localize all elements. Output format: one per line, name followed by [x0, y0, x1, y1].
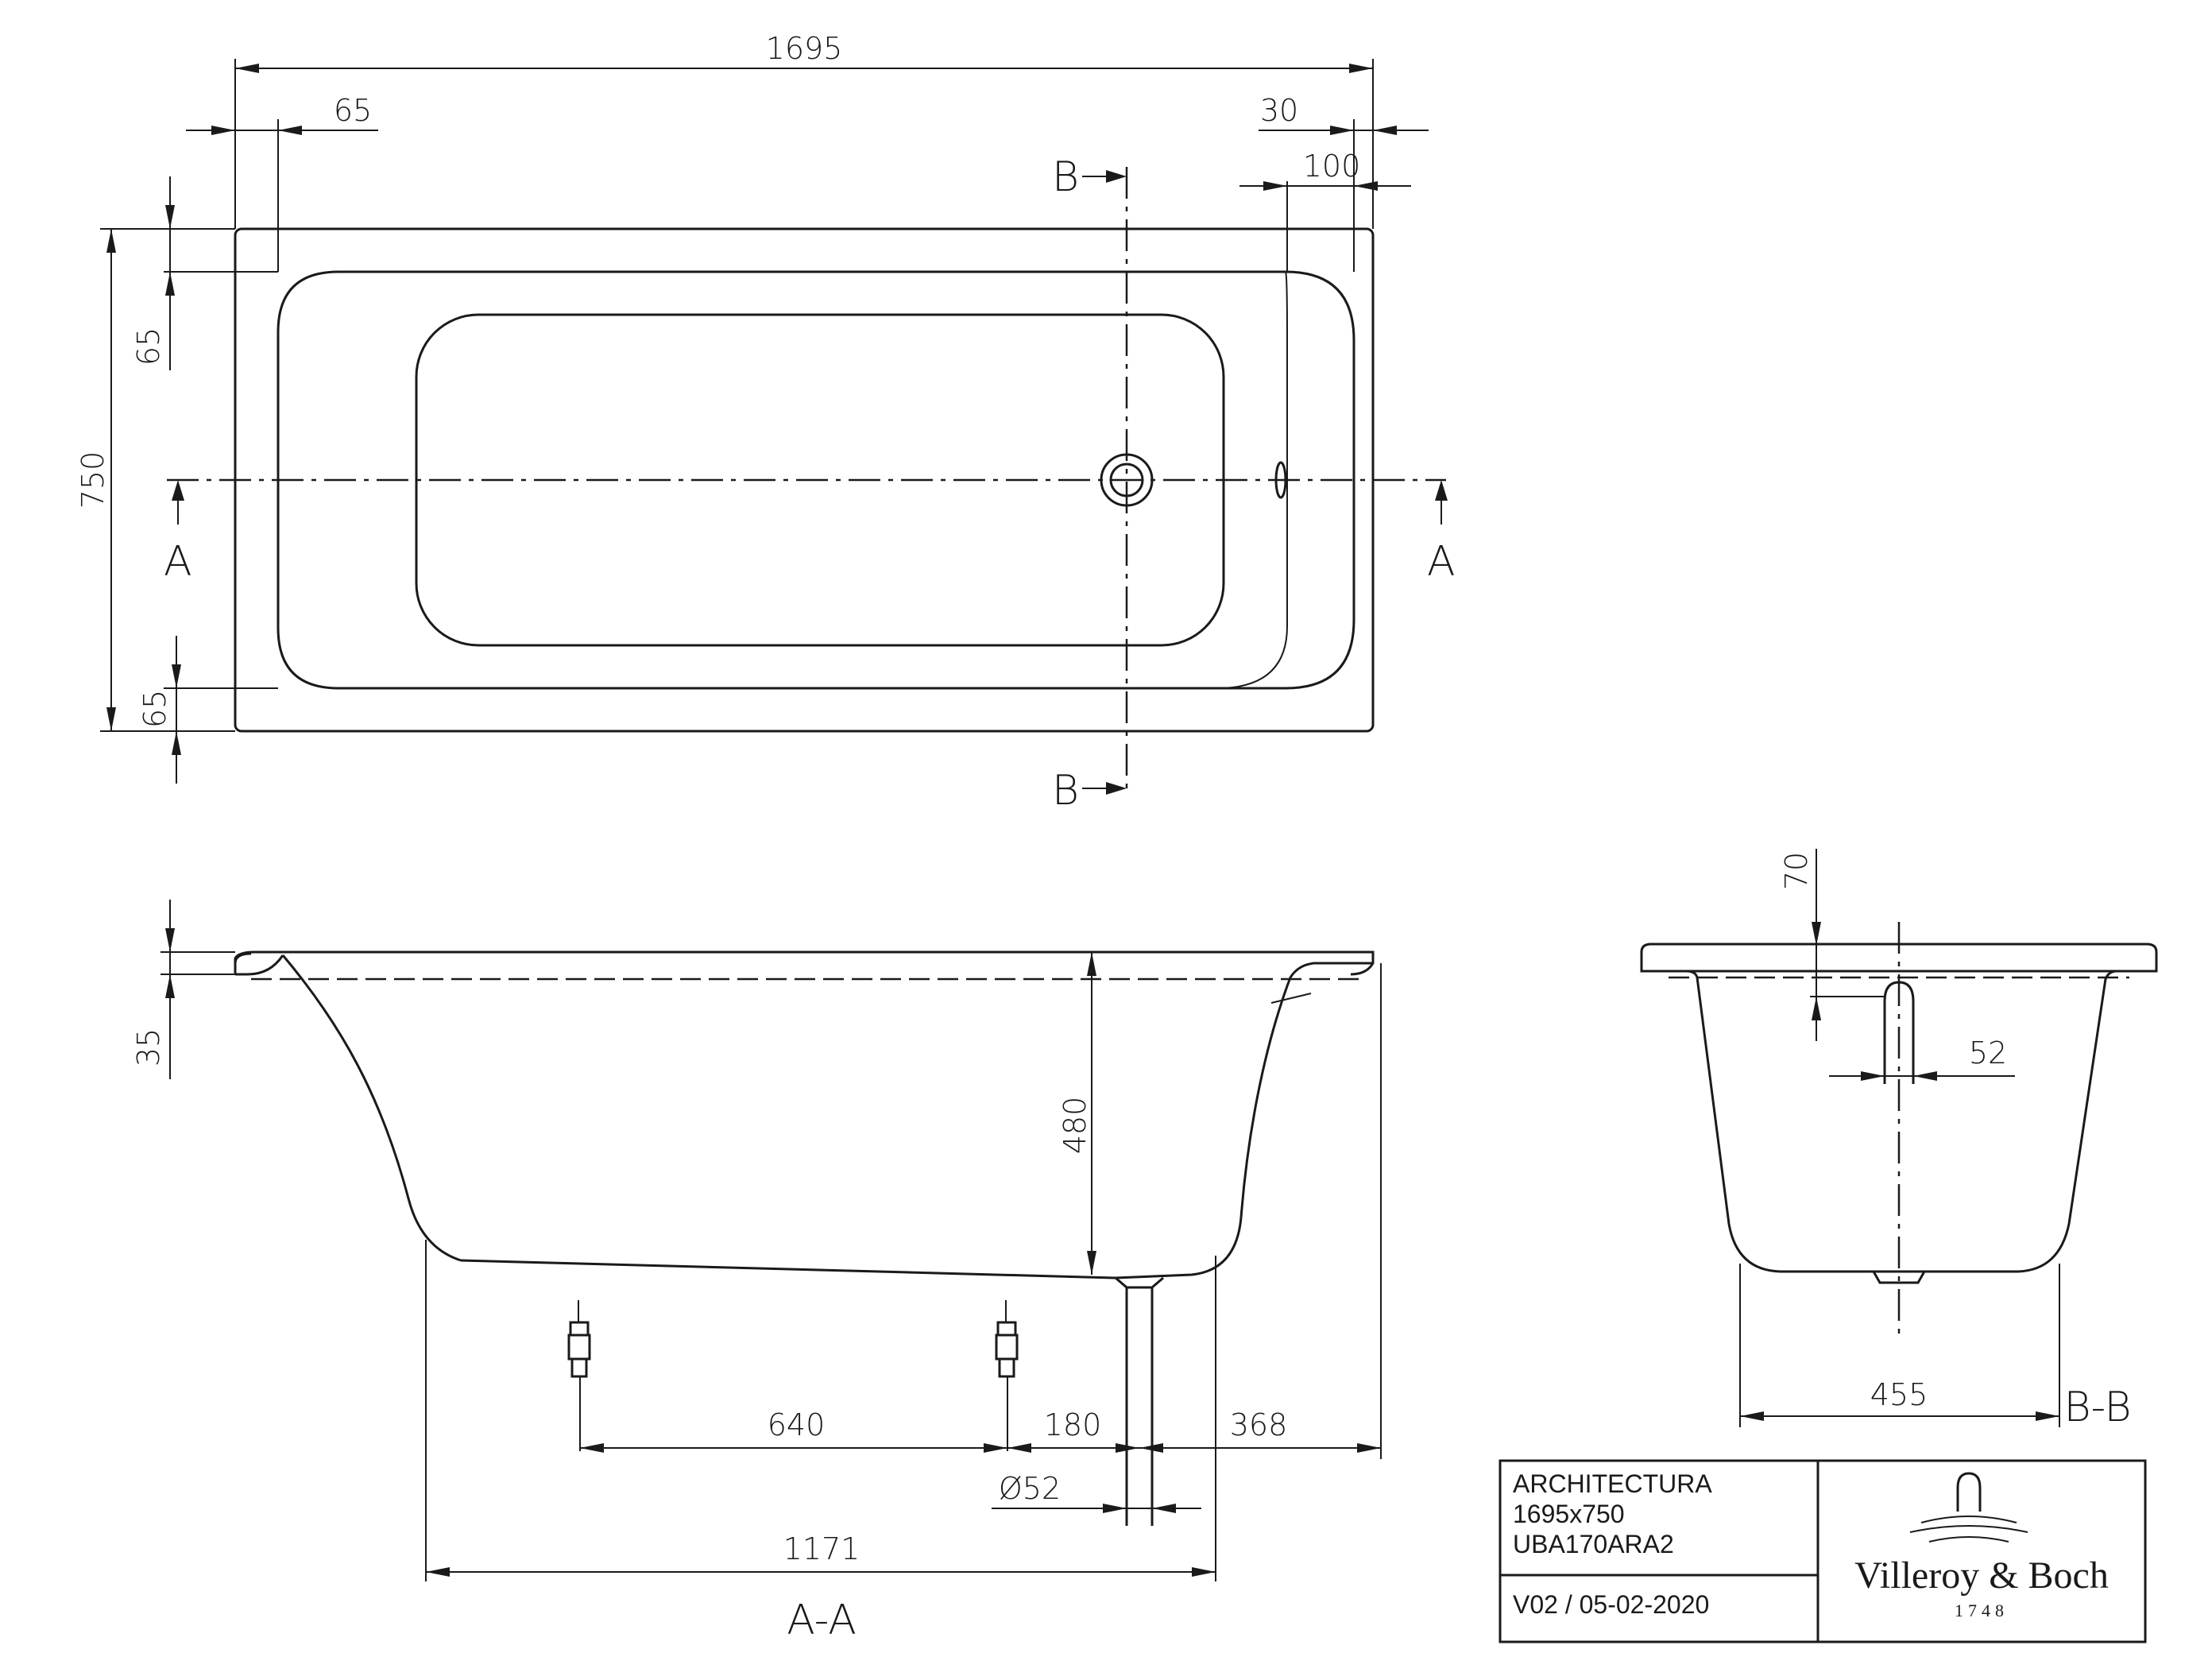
section-marker-a-right-arrow: [1435, 480, 1448, 501]
dim-180-arrow-b: [1116, 1443, 1139, 1453]
dim-1695-arrow-left: [235, 64, 259, 73]
dim-1695-arrow-right: [1349, 64, 1373, 73]
dim-455-arrow-b: [2036, 1411, 2059, 1421]
title-block-frame: [1499, 1459, 2147, 1643]
product-code: UBA170ARA2: [1513, 1530, 1674, 1558]
dim-640-arrow-a: [580, 1443, 604, 1453]
villeroy-boch-logo-icon: [1909, 1472, 2028, 1543]
dim-480-arrow-top: [1087, 952, 1096, 976]
dim-65-left-label: 65: [334, 93, 372, 128]
dim-750-label: 750: [75, 451, 110, 509]
dim-480-arrow-bottom: [1087, 1251, 1096, 1275]
dim-35-label: 35: [131, 1028, 166, 1067]
section-marker-a-left: A: [164, 538, 192, 586]
dim-52-label: 52: [1969, 1036, 2007, 1070]
section-marker-a-right: A: [1427, 538, 1456, 586]
dim-640-arrow-b: [984, 1443, 1007, 1453]
aa-rim-top: [234, 950, 1375, 976]
section-marker-b-bottom-arrow: [1106, 782, 1127, 795]
dim-368-arrow-a: [1139, 1443, 1163, 1453]
bb-bottom: [1780, 970, 2117, 1273]
section-marker-b-top-arrow: [1106, 170, 1127, 183]
product-name: ARCHITECTURA: [1513, 1469, 1712, 1498]
dim-65-bottom-label: 65: [137, 690, 172, 728]
section-marker-a-left-arrow: [172, 480, 184, 501]
dim-1171-arrow-b: [1192, 1567, 1216, 1577]
product-size: 1695x750: [1513, 1500, 1625, 1528]
dim-1171-arrow-a: [426, 1567, 450, 1577]
dim-368-arrow-b: [1357, 1443, 1381, 1453]
aa-foot-right: [995, 1300, 1019, 1451]
dim-455-label: 455: [1870, 1377, 1928, 1412]
dim-180-label: 180: [1044, 1407, 1102, 1442]
section-marker-b-bottom: B: [1052, 767, 1079, 815]
dim-30-arrow-b: [1373, 126, 1397, 135]
version-date: V02 / 05-02-2020: [1513, 1590, 1709, 1619]
dim-65-bottom-arrow-a: [172, 664, 181, 688]
dim-70-label: 70: [1779, 852, 1814, 890]
dim-35-arrow-a: [165, 928, 175, 952]
dim-65-top-arrow-a: [165, 205, 175, 229]
dim-30-label: 30: [1260, 93, 1298, 128]
plan-basin-outline: [276, 270, 1355, 690]
section-aa-view: 35 480 640 180 368 Ø52 1171 A-A: [131, 900, 1382, 1644]
bb-rim: [1640, 943, 2158, 973]
dim-480-label: 480: [1058, 1097, 1092, 1155]
dim-65-bottom-arrow-b: [172, 731, 181, 755]
aa-drain-pipe: [1115, 1276, 1164, 1526]
dim-52-arrow-b: [1913, 1071, 1937, 1081]
brand-year: 1748: [1955, 1601, 2009, 1620]
dim-1695-label: 1695: [766, 31, 843, 66]
dim-30-arrow-a: [1330, 126, 1354, 135]
aa-foot-left: [567, 1300, 591, 1451]
aa-right-wall: [1239, 962, 1373, 1218]
dim-52-arrow-a: [1861, 1071, 1885, 1081]
aa-right-wall-inner: [1270, 993, 1312, 1004]
section-marker-b-top: B: [1052, 153, 1079, 201]
dim-65-top-arrow-b: [165, 272, 175, 296]
dim-35-arrow-b: [165, 974, 175, 998]
aa-left-wall: [235, 954, 462, 1262]
dim-d52-arrow-b: [1152, 1504, 1176, 1513]
bb-left-wall: [1685, 970, 1781, 1273]
dim-750-arrow-bottom: [106, 707, 116, 731]
dim-70-arrow-a: [1812, 922, 1821, 946]
section-aa-title: A-A: [787, 1597, 857, 1644]
dim-d52-arrow-a: [1103, 1504, 1127, 1513]
dim-100-arrow-a: [1263, 181, 1287, 191]
dim-65-top-label: 65: [131, 327, 166, 366]
section-bb-title: B-B: [2063, 1384, 2131, 1431]
dim-640-label: 640: [768, 1407, 826, 1442]
aa-left-rim-lip: [234, 952, 252, 964]
dim-455-arrow-a: [1740, 1411, 1764, 1421]
dim-d52-label: Ø52: [999, 1471, 1061, 1506]
bb-drain-stub: [1872, 1271, 1926, 1284]
dim-100-label: 100: [1303, 149, 1361, 184]
section-bb-view: 70 52 455 B-B: [1640, 849, 2158, 1431]
dim-100-arrow-b: [1354, 181, 1378, 191]
aa-bottom: [460, 1217, 1243, 1279]
dim-65-left-arrow-b: [278, 126, 302, 135]
dim-750-arrow-top: [106, 229, 116, 253]
dim-368-label: 368: [1230, 1407, 1288, 1442]
dim-65-left-arrow-a: [211, 126, 235, 135]
title-block: ARCHITECTURA 1695x750 UBA170ARA2 V02 / 0…: [1499, 1459, 2147, 1643]
dim-1171-label: 1171: [783, 1531, 860, 1566]
dim-70-arrow-b: [1812, 997, 1821, 1020]
brand-name: Villeroy & Boch: [1854, 1554, 2109, 1597]
plan-view: 1695 65 30 100 750 65: [75, 31, 1456, 815]
dim-180-arrow-a: [1007, 1443, 1031, 1453]
